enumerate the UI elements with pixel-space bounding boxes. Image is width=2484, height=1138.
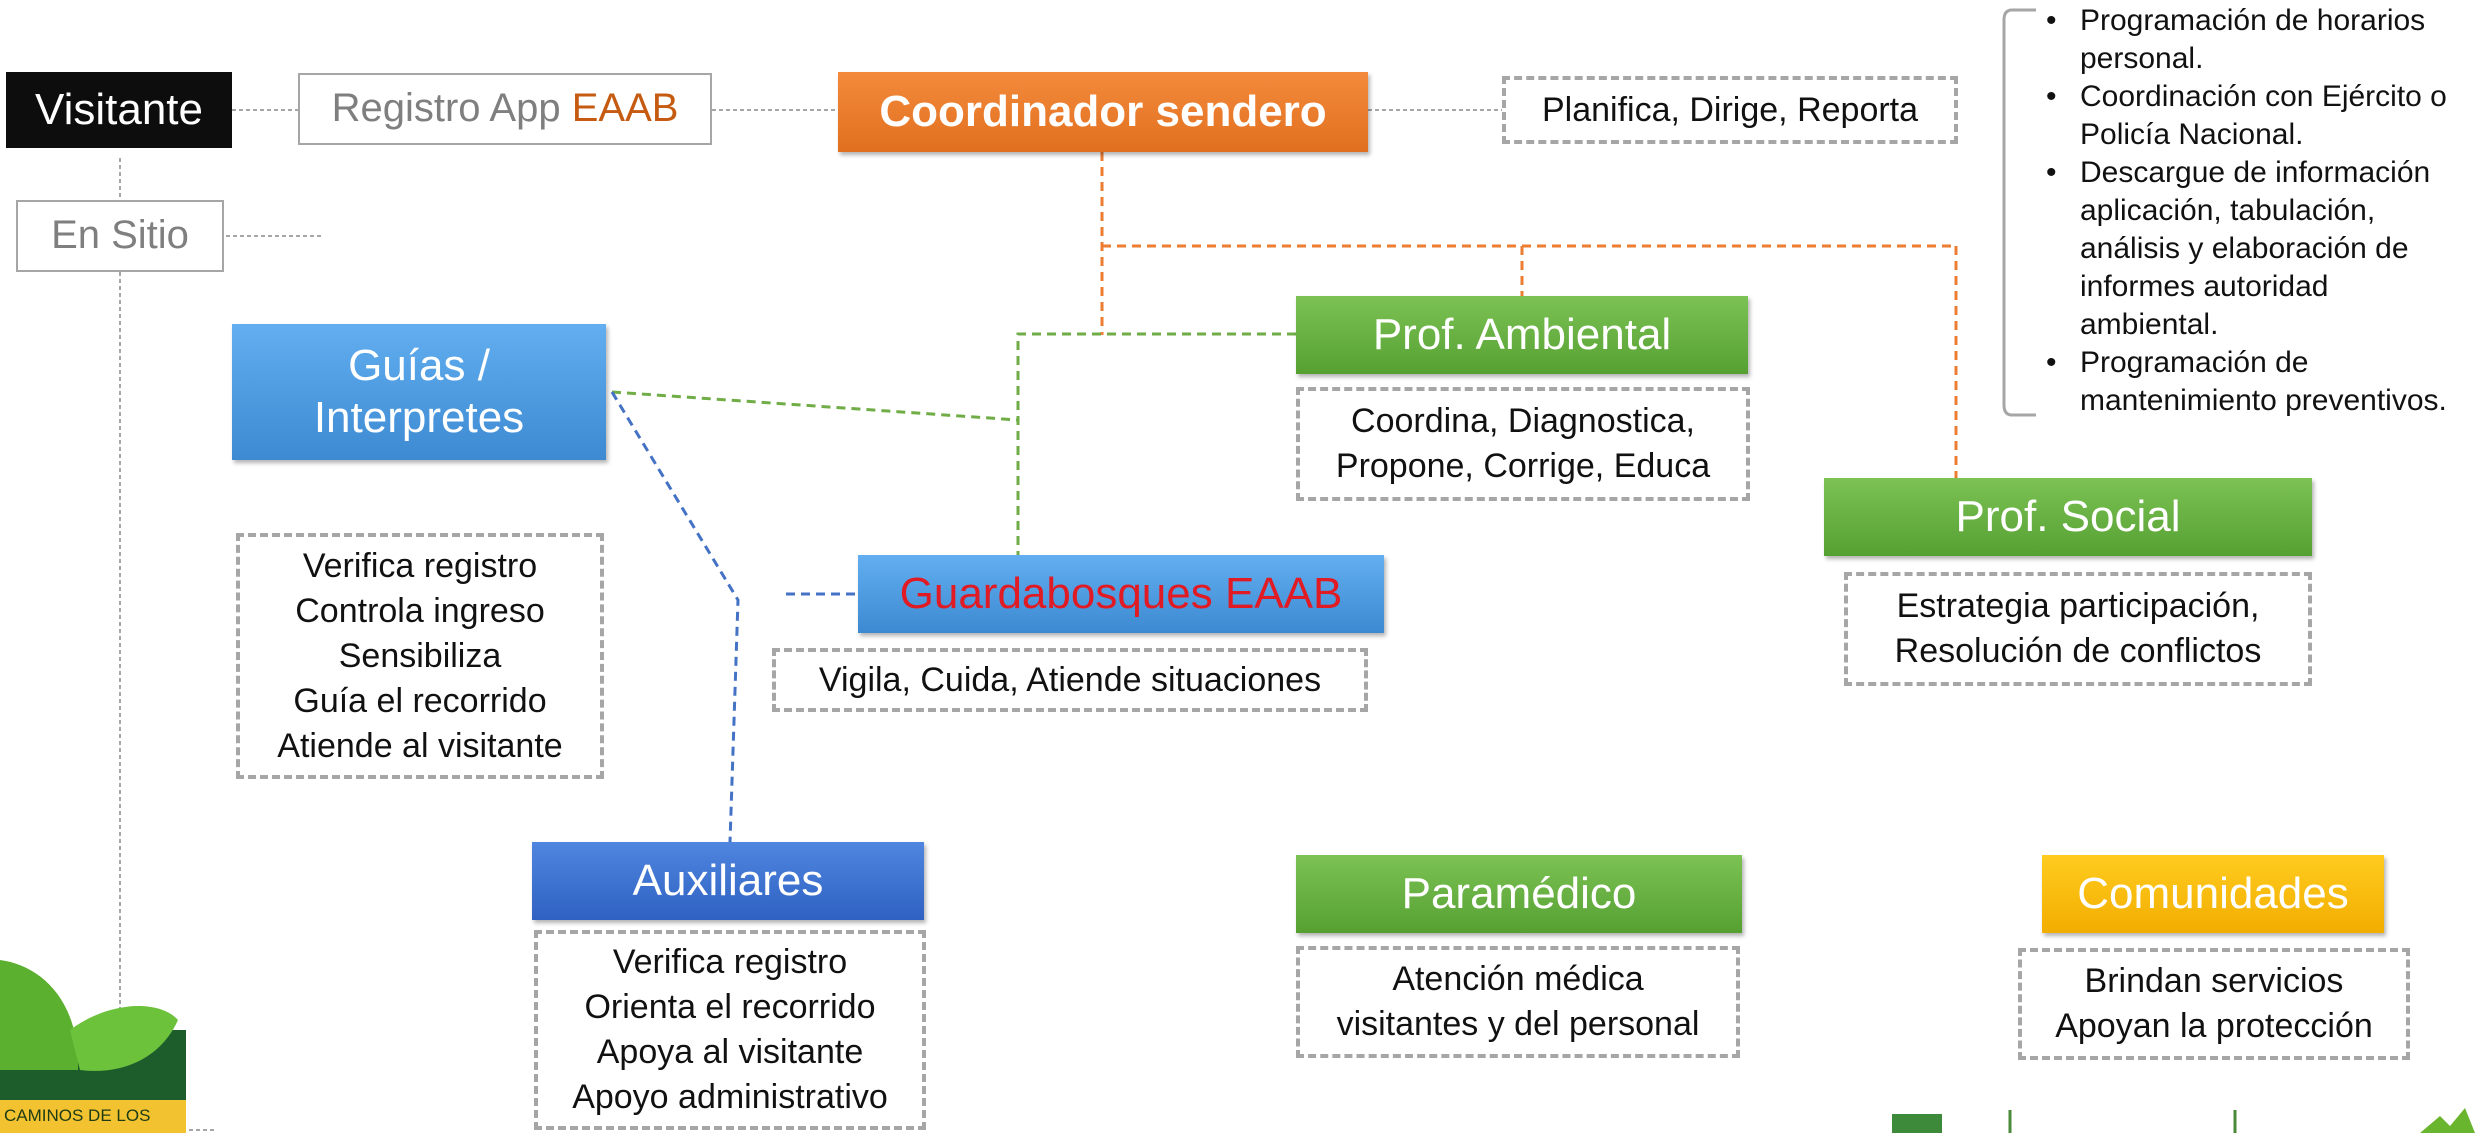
bullet-icon: • — [2046, 80, 2057, 113]
role-line: Apoyan la protección — [2055, 1007, 2373, 1045]
task-line: Programación de — [2080, 346, 2309, 379]
role-line: Propone, Corrige, Educa — [1335, 447, 1711, 485]
coordinador-node: Coordinador sendero — [838, 72, 1368, 152]
prof-social-roles-text: Estrategia participación, Resolución de … — [1895, 584, 2262, 674]
guias-roles-list: Verifica registro Controla ingreso Sensi… — [277, 544, 562, 769]
role-line: Atiende al visitante — [277, 726, 563, 765]
prof-social-node: Prof. Social — [1824, 478, 2312, 556]
prof-ambiental-node: Prof. Ambiental — [1296, 296, 1748, 374]
guardabosques-node: Guardabosques EAAB — [858, 555, 1384, 633]
coordinator-task-list: • Programación de horarios personal. • Coor… — [2040, 2, 2480, 420]
auxiliares-roles: Verifica registro Orienta el recorrido A… — [534, 930, 926, 1130]
registro-app-node: Registro App EAAB — [298, 73, 712, 145]
comunidades-roles-text: Brindan servicios Apoyan la protección — [2055, 959, 2373, 1049]
role-line: Verifica registro — [612, 943, 848, 981]
prof-ambiental-label: Prof. Ambiental — [1372, 310, 1672, 360]
leaf-logo-icon — [0, 960, 186, 1133]
guias-label: Guías / Interpretes — [314, 340, 524, 444]
logo-text: CAMINOS DE LOS — [4, 1106, 151, 1125]
auxiliares-roles-list: Verifica registro Orienta el recorrido A… — [572, 940, 888, 1120]
guias-node: Guías / Interpretes — [232, 324, 606, 460]
registro-app-label: Registro App EAAB — [332, 85, 679, 132]
en-sitio-node: En Sitio — [16, 200, 224, 272]
coordinador-roles: Planifica, Dirige, Reporta — [1502, 76, 1958, 144]
guias-roles: Verifica registro Controla ingreso Sensi… — [236, 533, 604, 779]
visitante-node: Visitante — [6, 72, 232, 148]
partner-logo-icon — [1892, 1108, 2475, 1133]
role-line: Guía el recorrido — [293, 681, 547, 720]
en-sitio-label: En Sitio — [51, 213, 189, 258]
guardabosques-label: Guardabosques EAAB — [899, 569, 1343, 619]
task-item: • Programación de horarios personal. — [2040, 2, 2480, 78]
bullet-icon: • — [2046, 4, 2057, 37]
registro-brand: EAAB — [571, 86, 679, 131]
task-item: • Coordinación con Ejército o Policía Naci… — [2040, 78, 2480, 154]
task-line: ambiental. — [2080, 308, 2219, 341]
task-line: aplicación, tabulación, — [2080, 194, 2376, 227]
coordinador-label: Coordinador sendero — [879, 87, 1327, 137]
comunidades-node: Comunidades — [2042, 855, 2384, 933]
role-line: visitantes y del personal — [1336, 1005, 1700, 1043]
task-line: análisis y elaboración de — [2080, 232, 2409, 265]
task-line: Coordinación con Ejército o — [2080, 80, 2447, 113]
guardabosques-roles-text: Vigila, Cuida, Atiende situaciones — [818, 660, 1322, 699]
role-line: Controla ingreso — [295, 591, 545, 630]
role-line: Resolución de conflictos — [1894, 632, 2262, 670]
paramedico-roles: Atención médica visitantes y del persona… — [1296, 946, 1740, 1058]
role-line: Apoyo administrativo — [572, 1078, 888, 1116]
prof-ambiental-roles: Coordina, Diagnostica, Propone, Corrige,… — [1296, 387, 1750, 501]
role-line: Coordina, Diagnostica, — [1351, 402, 1695, 440]
prof-social-label: Prof. Social — [1955, 492, 2181, 542]
registro-prefix: Registro App — [331, 86, 572, 131]
coordinador-roles-text: Planifica, Dirige, Reporta — [1541, 90, 1919, 129]
prof-social-roles: Estrategia participación, Resolución de … — [1844, 572, 2312, 686]
role-line: Atención médica — [1392, 960, 1644, 998]
paramedico-node: Paramédico — [1296, 855, 1742, 933]
guardabosques-roles: Vigila, Cuida, Atiende situaciones — [772, 648, 1368, 712]
task-line: informes autoridad — [2080, 270, 2329, 303]
bullet-icon: • — [2046, 156, 2057, 189]
role-line: Apoya al visitante — [596, 1033, 864, 1071]
task-line: Policía Nacional. — [2080, 118, 2304, 151]
prof-ambiental-roles-text: Coordina, Diagnostica, Propone, Corrige,… — [1336, 399, 1710, 489]
guias-line: Interpretes — [313, 393, 525, 442]
task-line: mantenimiento preventivos. — [2080, 384, 2447, 417]
role-line: Verifica registro — [302, 546, 538, 585]
auxiliares-label: Auxiliares — [632, 856, 824, 906]
role-line: Orienta el recorrido — [584, 988, 876, 1026]
paramedico-label: Paramédico — [1401, 869, 1637, 919]
task-line: Programación de horarios — [2080, 4, 2426, 37]
task-item: • Descargue de información aplicación, tab… — [2040, 154, 2480, 344]
paramedico-roles-text: Atención médica visitantes y del persona… — [1337, 957, 1700, 1047]
role-line: Estrategia participación, — [1896, 587, 2260, 625]
guias-line: Guías / — [348, 341, 490, 391]
caminos-logo: CAMINOS DE LOS — [0, 960, 186, 1133]
partner-logos — [1880, 1108, 2484, 1133]
role-line: Sensibiliza — [338, 636, 502, 675]
comunidades-roles: Brindan servicios Apoyan la protección — [2018, 948, 2410, 1060]
task-line: Descargue de información — [2080, 156, 2431, 189]
role-line: Brindan servicios — [2084, 962, 2344, 1000]
task-bracket — [2002, 8, 2036, 417]
bullet-icon: • — [2046, 346, 2057, 379]
comunidades-label: Comunidades — [2077, 869, 2349, 919]
task-line: personal. — [2080, 42, 2204, 75]
auxiliares-node: Auxiliares — [532, 842, 924, 920]
task-item: • Programación de mantenimiento preventivo… — [2040, 344, 2480, 420]
visitante-label: Visitante — [35, 85, 203, 135]
